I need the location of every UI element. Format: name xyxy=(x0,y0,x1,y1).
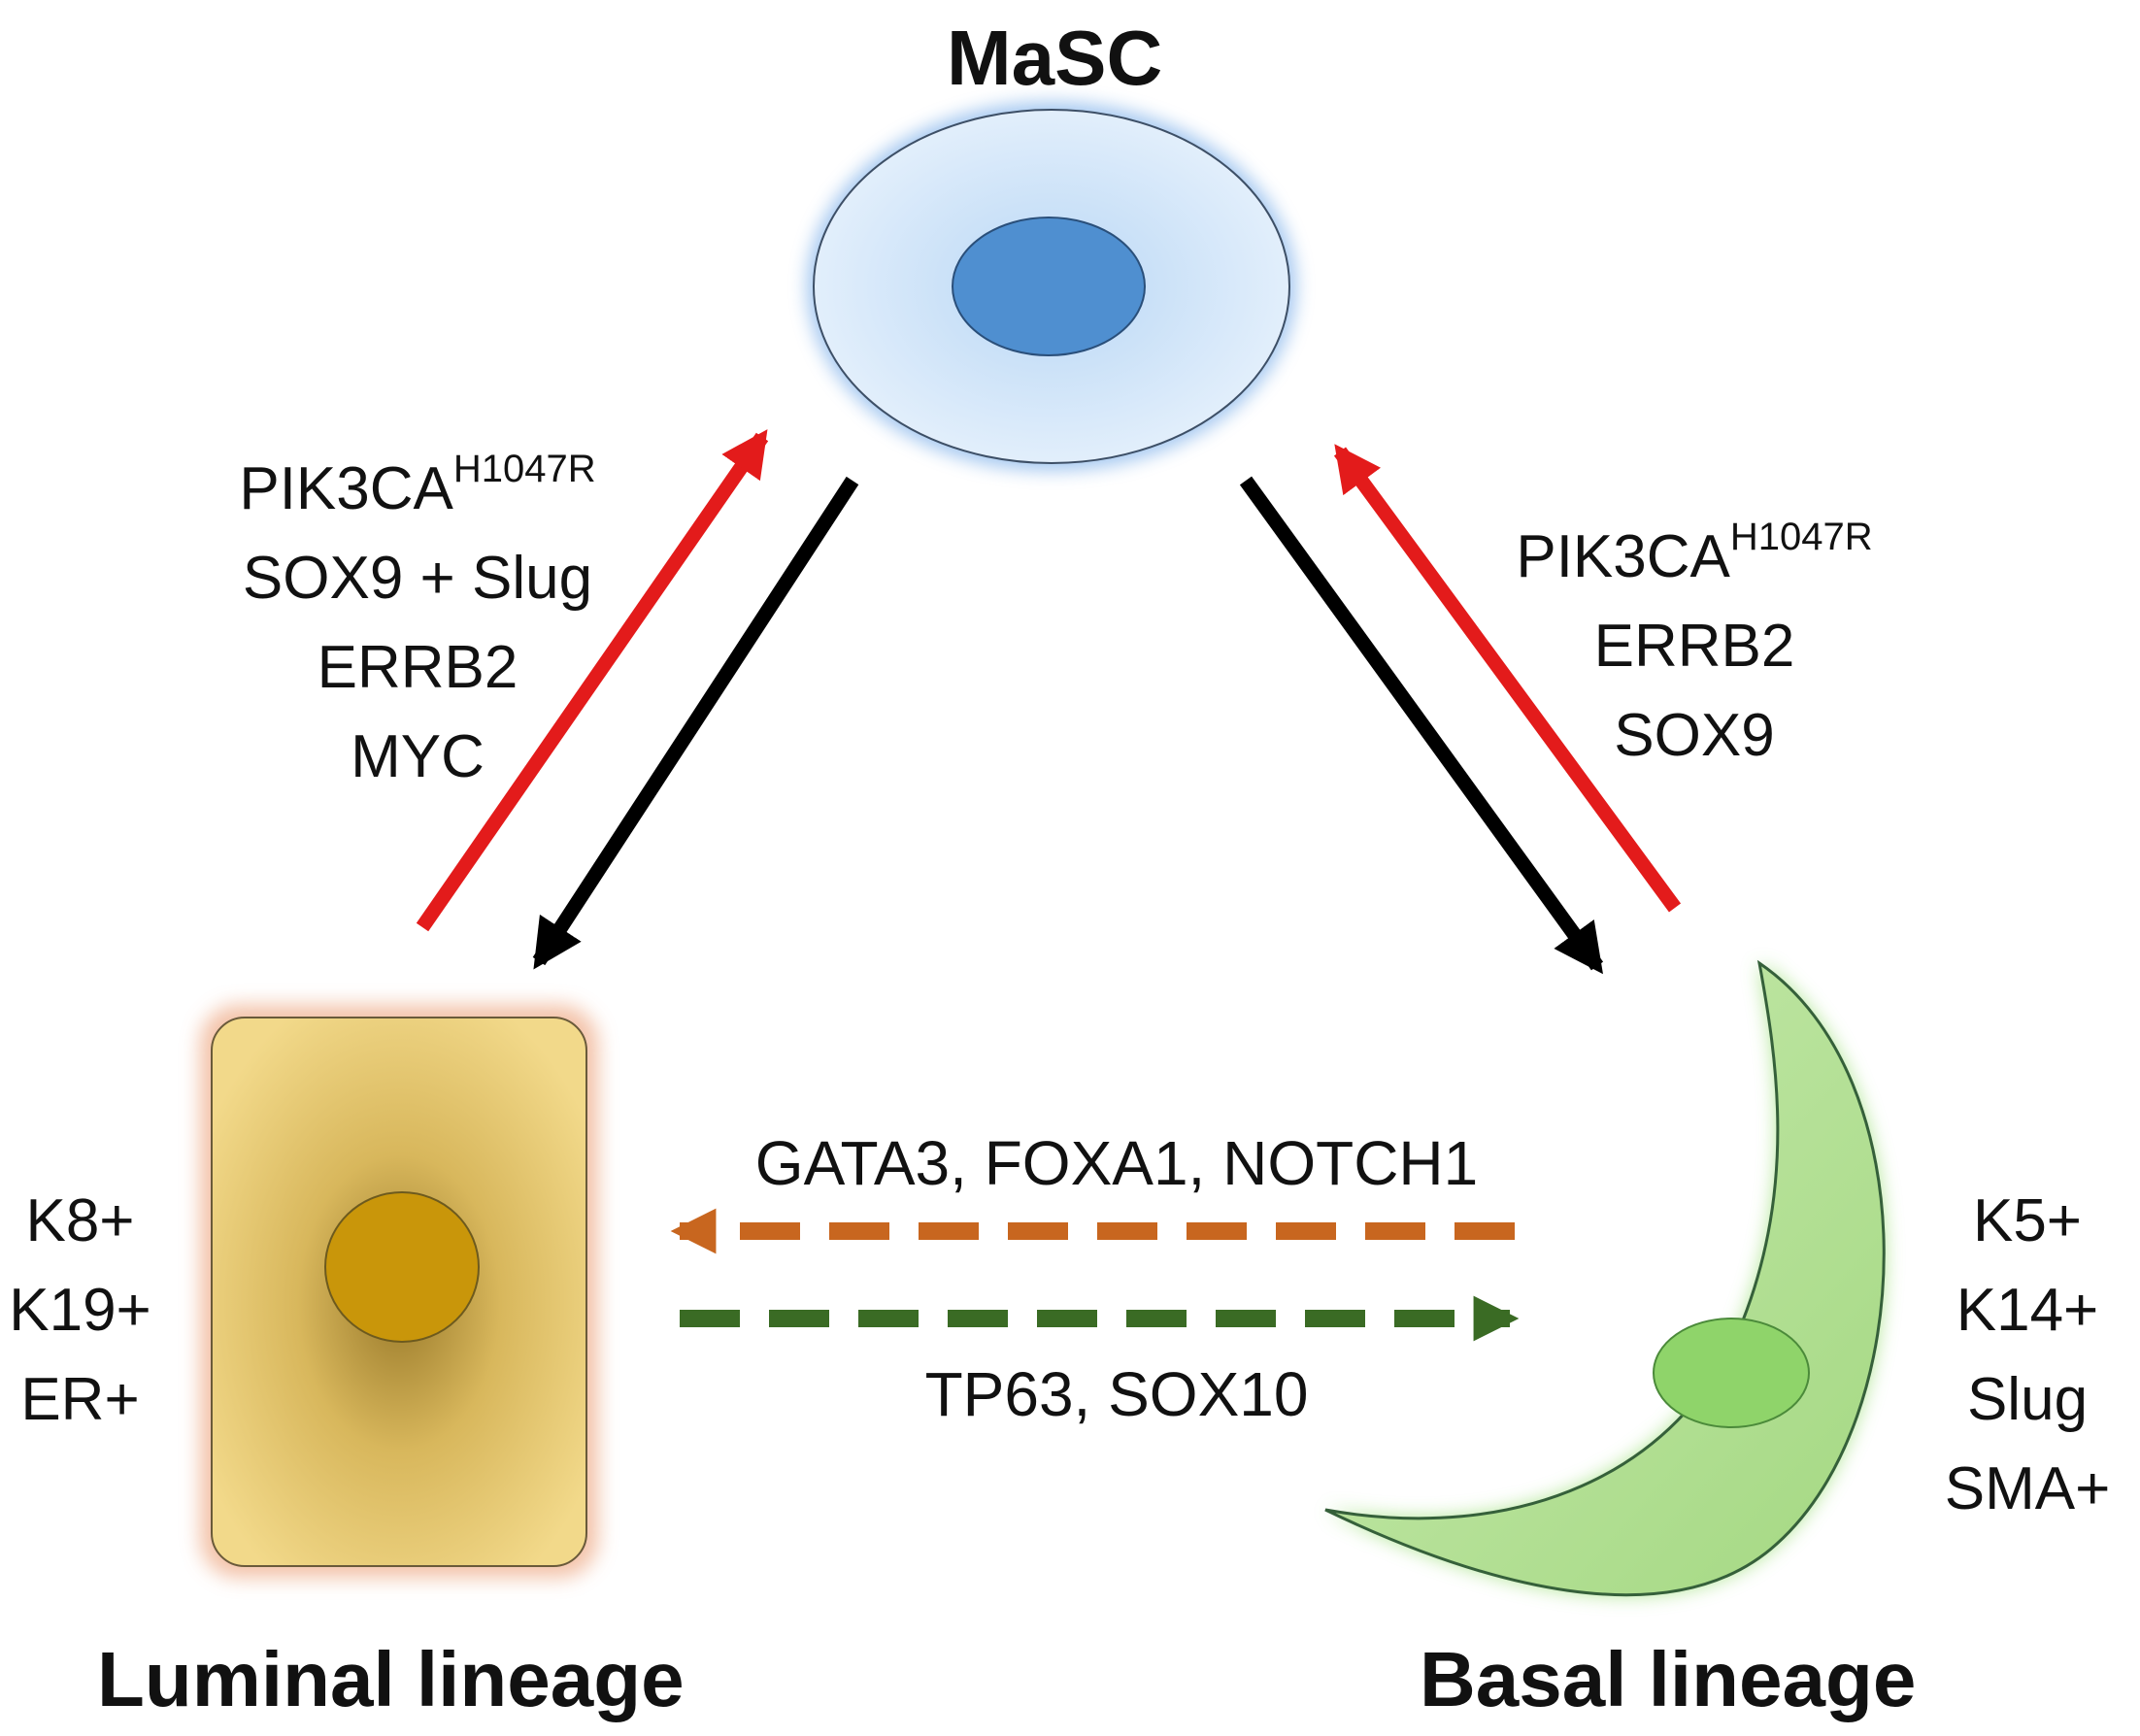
masc-nucleus xyxy=(952,217,1146,356)
marker: ER+ xyxy=(20,1366,140,1433)
masc-title: MaSC xyxy=(947,15,1163,101)
basal-to-masc-factors: PIK3CAH1047R ERRB2 SOX9 xyxy=(1490,513,1898,781)
luminal-nucleus xyxy=(324,1191,480,1343)
arrow-luminal-to-masc xyxy=(416,429,769,932)
basal-markers: K5+ K14+ Slug SMA+ xyxy=(1930,1177,2124,1534)
arrow-basal-to-masc xyxy=(1333,444,1682,913)
factor-errb2: ERRB2 xyxy=(1593,613,1795,680)
basal-to-luminal-label: GATA3, FOXA1, NOTCH1 xyxy=(754,1128,1479,1198)
marker: SMA+ xyxy=(1944,1455,2111,1522)
marker: K5+ xyxy=(1972,1187,2083,1254)
marker: K8+ xyxy=(25,1187,135,1254)
factor-sox9: SOX9 xyxy=(1614,702,1775,769)
factor-myc: MYC xyxy=(351,723,485,790)
factor-errb2: ERRB2 xyxy=(317,634,518,701)
basal-title: Basal lineage xyxy=(1420,1636,1917,1722)
marker: K14+ xyxy=(1956,1277,2099,1344)
factor-sox9-slug: SOX9 + Slug xyxy=(242,545,593,612)
luminal-to-basal-label: TP63, SOX10 xyxy=(924,1359,1309,1429)
marker: K19+ xyxy=(9,1277,151,1344)
factor-pik3ca: PIK3CAH1047R xyxy=(1516,516,1873,590)
marker: Slug xyxy=(1966,1366,2089,1433)
arrow-masc-to-basal xyxy=(1239,476,1604,975)
basal-cell xyxy=(1324,959,1886,1597)
luminal-to-masc-factors: PIK3CAH1047R SOX9 + Slug ERRB2 MYC xyxy=(218,445,617,802)
masc-cell xyxy=(807,102,1296,471)
luminal-title: Luminal lineage xyxy=(97,1636,685,1722)
arrow-masc-to-luminal xyxy=(532,476,859,970)
basal-nucleus xyxy=(1653,1318,1810,1428)
luminal-markers: K8+ K19+ ER+ xyxy=(0,1177,160,1445)
factor-pik3ca: PIK3CAH1047R xyxy=(239,448,596,522)
luminal-cell xyxy=(200,1005,598,1578)
